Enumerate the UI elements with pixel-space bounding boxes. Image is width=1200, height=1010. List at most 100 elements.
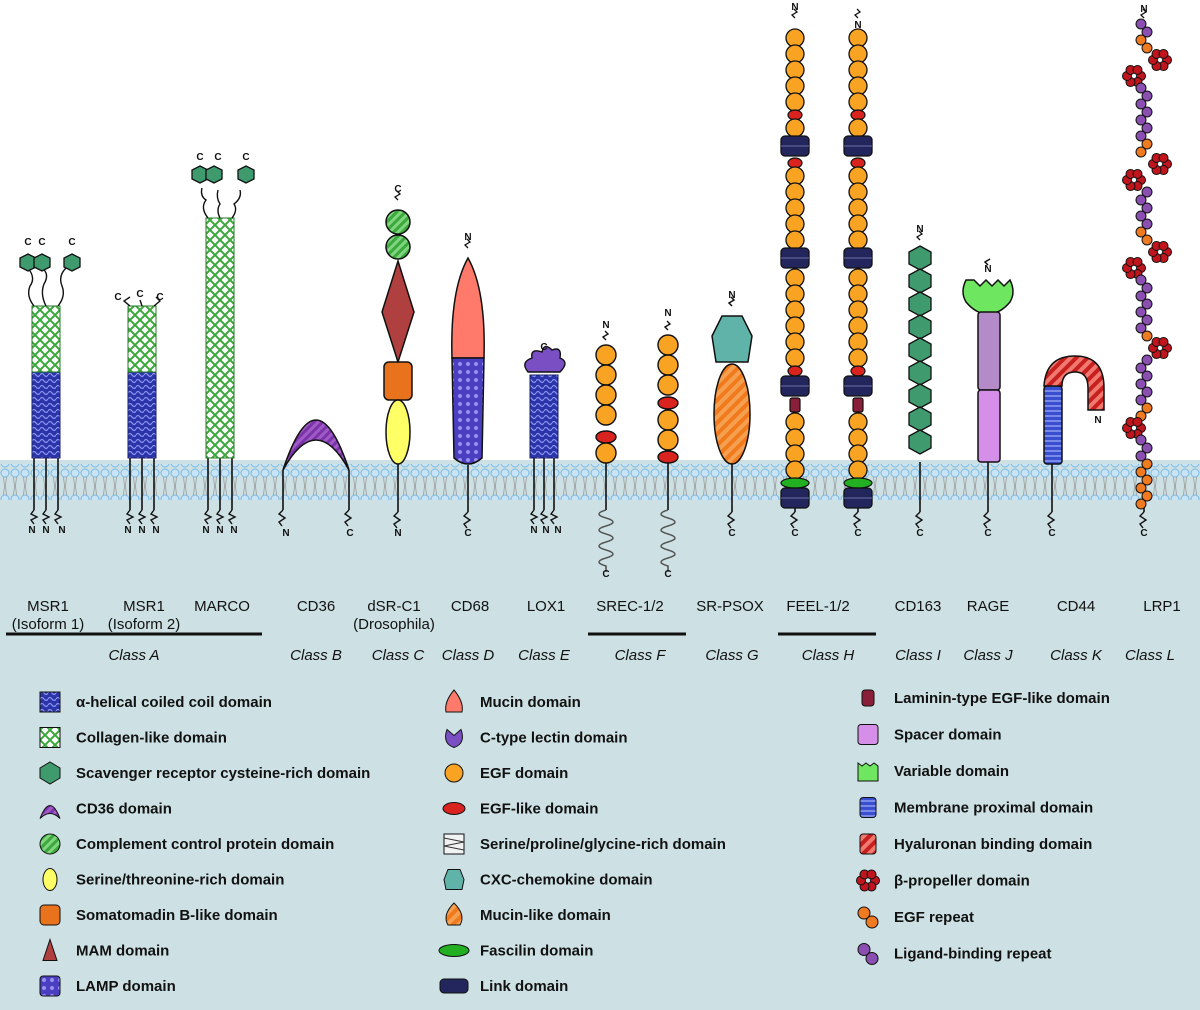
variable-icon xyxy=(857,762,879,782)
laminin-egf-icon xyxy=(861,689,875,707)
ccp-domain xyxy=(385,234,411,260)
egf-domain xyxy=(848,118,868,138)
egf-domain xyxy=(848,182,868,202)
class-label: Class L xyxy=(1125,647,1175,664)
srcr-domain xyxy=(908,337,932,363)
beta-propeller-blade xyxy=(1158,240,1169,251)
srec-structure xyxy=(595,320,679,464)
terminus-label: C xyxy=(242,152,249,163)
ligand-binding-repeat xyxy=(1135,274,1147,286)
egf-domain xyxy=(785,428,805,448)
ligand-binding-repeat xyxy=(1141,218,1153,230)
class-label: Class E xyxy=(518,647,571,664)
terminus-label: C xyxy=(464,528,471,539)
terminus-label: N xyxy=(916,224,923,235)
egf-domain xyxy=(785,316,805,336)
cd36-domain xyxy=(282,419,350,471)
terminus-label: C xyxy=(664,569,671,580)
c-type-lectin-icon xyxy=(445,728,463,749)
beta-propeller-icon xyxy=(856,869,880,892)
receptor-name-cd68: CD68 xyxy=(451,598,489,615)
cd36-arch-icon xyxy=(39,805,61,819)
somatomedin-icon xyxy=(39,904,61,926)
cd44-structure xyxy=(1043,355,1105,465)
variable-domain xyxy=(962,278,1014,315)
egf-domain xyxy=(785,44,805,64)
fascilin-domain xyxy=(780,477,810,489)
receptor-subname-msr1-2: (Isoform 2) xyxy=(108,616,181,633)
terminus-label: N xyxy=(664,308,671,319)
egf-domain xyxy=(848,214,868,234)
ligand-binding-repeat xyxy=(1135,130,1147,142)
legend-label: α-helical coiled coil domain xyxy=(76,694,272,711)
egf-domain xyxy=(848,60,868,80)
ligand-binding-repeat xyxy=(1141,26,1153,38)
egf-domain xyxy=(785,412,805,432)
egf-repeat xyxy=(1141,234,1153,246)
cytoplasmic-tails xyxy=(29,509,1148,529)
legend-label: Variable domain xyxy=(894,763,1009,780)
legend-label: Fascilin domain xyxy=(480,943,593,960)
spacer-domain xyxy=(977,389,1001,463)
receptor-name-sr-psox: SR-PSOX xyxy=(696,598,764,615)
terminus-label: C xyxy=(38,237,45,248)
terminus-label: N xyxy=(530,525,537,536)
legend-label: MAM domain xyxy=(76,943,169,960)
lamp-domain xyxy=(451,357,485,465)
coiled-coil-domain xyxy=(31,369,61,459)
egf-domain xyxy=(848,76,868,96)
ligand-binding-repeat xyxy=(1135,322,1147,334)
mucin-like-icon xyxy=(445,902,463,926)
receptor-name-marco: MARCO xyxy=(194,598,250,615)
terminus-label: C xyxy=(214,152,221,163)
srcr-domain xyxy=(908,314,932,340)
cxc-chemokine-icon xyxy=(443,869,465,890)
rage-structure xyxy=(962,258,1014,463)
ligand-binding-repeat xyxy=(1141,202,1153,214)
terminus-label: C xyxy=(156,292,163,303)
egf-domain xyxy=(785,348,805,368)
legend-label: Collagen-like domain xyxy=(76,730,227,747)
egf-repeat xyxy=(1135,466,1147,478)
egf-domain xyxy=(848,198,868,218)
egf-domain xyxy=(848,444,868,464)
terminus-label: N xyxy=(464,232,471,243)
egf-domain xyxy=(848,28,868,48)
laminin-egf-domain xyxy=(789,397,801,413)
receptor-name-rage: RAGE xyxy=(967,598,1010,615)
egf-domain xyxy=(785,166,805,186)
class-label: Class A xyxy=(108,647,159,664)
ligand-binding-repeat xyxy=(1141,354,1153,366)
receptor-name-lrp1: LRP1 xyxy=(1143,598,1181,615)
receptor-name-feel: FEEL-1/2 xyxy=(786,598,849,615)
egf-domain xyxy=(848,460,868,480)
egf-domain xyxy=(785,198,805,218)
class-label: Class B xyxy=(290,647,342,664)
egf-icon xyxy=(444,763,464,783)
beta-propeller-blade xyxy=(1132,416,1143,427)
legend-label: CXC-chemokine domain xyxy=(480,872,653,889)
ligand-binding-repeat xyxy=(1135,194,1147,206)
class-label: Class F xyxy=(615,647,667,664)
egf-domain xyxy=(848,166,868,186)
srcr-domain xyxy=(908,406,932,432)
legend-label: Membrane proximal domain xyxy=(894,800,1093,817)
lrp1-structure xyxy=(1122,8,1172,510)
ligand-binding-icon xyxy=(857,943,879,965)
ligand-binding-repeat xyxy=(1135,434,1147,446)
terminus-label: C xyxy=(984,528,991,539)
ser-thr-rich-domain xyxy=(385,399,411,465)
link-icon xyxy=(439,978,469,994)
ligand-binding-repeat xyxy=(1135,98,1147,110)
terminus-label: N xyxy=(791,2,798,13)
receptor-name-lox1: LOX1 xyxy=(527,598,565,615)
collagen-like-domain xyxy=(31,305,61,373)
sr-psox-structure xyxy=(711,296,753,465)
terminus-label: C xyxy=(1140,528,1147,539)
srcr-domain xyxy=(33,253,51,272)
terminus-label: C xyxy=(394,184,401,195)
terminus-label: N xyxy=(1140,4,1147,15)
receptor-name-dsr-c1: dSR-C1 xyxy=(367,598,420,615)
terminus-label: N xyxy=(984,264,991,275)
terminus-label: N xyxy=(124,525,131,536)
